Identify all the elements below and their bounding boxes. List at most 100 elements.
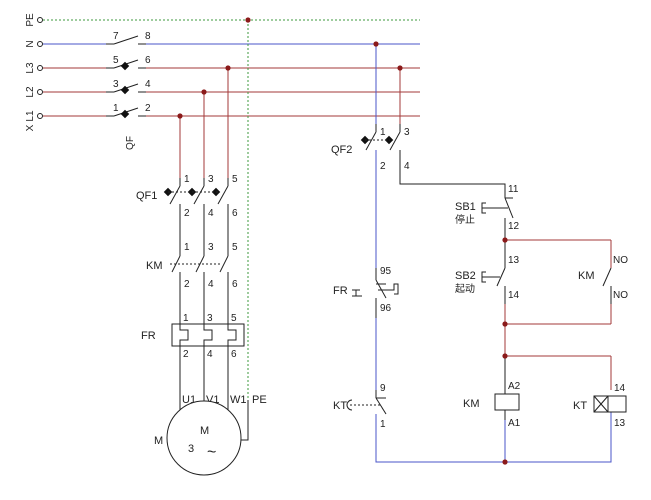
fr-pin: 2 — [183, 349, 189, 360]
km-main-contacts: KM 1 3 5 2 4 6 — [146, 242, 238, 290]
km-coil: KM A2 A1 — [463, 381, 521, 429]
kt-coil: KT 14 13 — [573, 383, 627, 429]
qf2-pin: 2 — [380, 161, 386, 172]
sb2-label: SB2 — [455, 270, 476, 282]
pe-bus-label: PE — [25, 13, 36, 27]
control-neutral-wire — [375, 412, 612, 463]
sb1-stop-button[interactable]: SB1 停止 11 12 — [455, 184, 520, 232]
junction-dot — [502, 321, 508, 327]
l1-terminal — [37, 113, 43, 119]
km-pin: 6 — [232, 279, 238, 290]
km-aux-contact: KM NO NO — [578, 255, 628, 304]
km-coil-label: KM — [463, 398, 480, 410]
n-terminal — [37, 41, 43, 47]
km-pin: 1 — [184, 242, 190, 253]
l1-bus-label: L1 — [25, 110, 36, 122]
fr-contact-label: FR — [333, 285, 348, 297]
junction-dot — [225, 65, 231, 71]
km-coil-pin: A1 — [508, 418, 521, 429]
l2-bus-label: L2 — [25, 86, 36, 98]
sb1-label: SB1 — [455, 201, 476, 213]
main-switch-qf: 7 8 5 6 3 4 1 2 QF — [106, 31, 151, 150]
qf1-pin: 5 — [232, 174, 238, 185]
km-coil-pin: A2 — [508, 381, 521, 392]
km-main-label: KM — [146, 260, 163, 272]
motor-phase-count: 3 — [188, 443, 194, 455]
qf-pin: 3 — [113, 79, 119, 90]
qf2-pin: 4 — [404, 161, 410, 172]
motor: M M 3 ~ — [154, 400, 242, 476]
l3-terminal — [37, 65, 43, 71]
km-aux-pin: NO — [613, 255, 628, 266]
km-aux-label: KM — [578, 270, 595, 282]
qf2-pin: 3 — [404, 127, 410, 138]
fr-contact-pin: 96 — [380, 303, 392, 314]
kt-delay-contact: KT 9 1 — [333, 383, 387, 430]
fr-pin: 3 — [207, 313, 213, 324]
fr-pin: 6 — [231, 349, 237, 360]
junction-dot — [373, 41, 379, 47]
kt-coil-pin: 14 — [614, 383, 626, 394]
kt-contact-pin: 1 — [380, 419, 386, 430]
qf-trip-marker — [120, 85, 130, 95]
n-bus-label: N — [25, 40, 36, 47]
junction-dot — [502, 237, 508, 243]
sb2-pin: 13 — [508, 255, 520, 266]
fr-thermal-relay: FR 1 3 5 2 4 6 — [141, 313, 245, 360]
qf-pin: 5 — [113, 55, 119, 66]
qf1-pin: 6 — [232, 208, 238, 219]
motor-label: M — [154, 435, 163, 447]
junction-dot — [502, 353, 508, 359]
qf1-pin: 4 — [208, 208, 214, 219]
kt-contact-label: KT — [333, 400, 347, 412]
kt-coil-label: KT — [573, 400, 587, 412]
qf-pin: 4 — [145, 79, 151, 90]
qf2-pin: 1 — [380, 127, 386, 138]
qf-pin: 1 — [113, 103, 119, 114]
l2-terminal — [37, 89, 43, 95]
l3-bus-label: L3 — [25, 62, 36, 74]
sb2-pin: 14 — [508, 290, 520, 301]
junction-dot — [502, 459, 508, 465]
km-pin: 4 — [208, 279, 214, 290]
junction-dot — [201, 89, 207, 95]
junction-dot — [397, 65, 403, 71]
pe-terminal — [37, 17, 43, 23]
motor-inner-label: M — [200, 425, 209, 437]
qf1-pin: 3 — [208, 174, 214, 185]
fr-contact-pin: 95 — [380, 266, 392, 277]
sb2-start-button[interactable]: SB2 起动 13 14 — [455, 255, 520, 301]
sb2-desc: 起动 — [455, 283, 475, 295]
km-pin: 2 — [184, 279, 190, 290]
junction-dot — [177, 113, 183, 119]
qf-label: QF — [125, 136, 136, 150]
sb1-desc: 停止 — [455, 213, 475, 226]
fr-pin: 5 — [231, 313, 237, 324]
x-bus-label: X — [25, 124, 36, 131]
qf2-breaker: QF2 1 3 2 4 — [331, 124, 410, 172]
fr-pin: 1 — [183, 313, 189, 324]
qf-pin: 7 — [113, 31, 119, 42]
fr-main-label: FR — [141, 330, 156, 342]
qf-pin: 2 — [145, 103, 151, 114]
qf1-pin: 1 — [184, 174, 190, 185]
qf1-pin: 2 — [184, 208, 190, 219]
qf1-breaker: QF1 1 3 5 2 4 6 — [136, 174, 238, 219]
motor-ac-symbol: ~ — [207, 444, 216, 461]
terminal-pe: PE — [252, 394, 267, 406]
fr-pin: 4 — [207, 349, 213, 360]
qf-pin: 8 — [145, 31, 151, 42]
km-aux-pin: NO — [613, 290, 628, 301]
km-pin: 5 — [232, 242, 238, 253]
fr-nc-contact: FR 95 96 — [333, 266, 399, 314]
km-pin: 3 — [208, 242, 214, 253]
sb1-pin: 12 — [508, 221, 520, 232]
qf1-label: QF1 — [136, 190, 157, 202]
terminal-w1: W1 — [230, 394, 247, 406]
qf-trip-marker — [120, 109, 130, 119]
qf-pin: 6 — [145, 55, 151, 66]
qf-trip-marker — [120, 61, 130, 71]
qf2-label: QF2 — [331, 144, 352, 156]
